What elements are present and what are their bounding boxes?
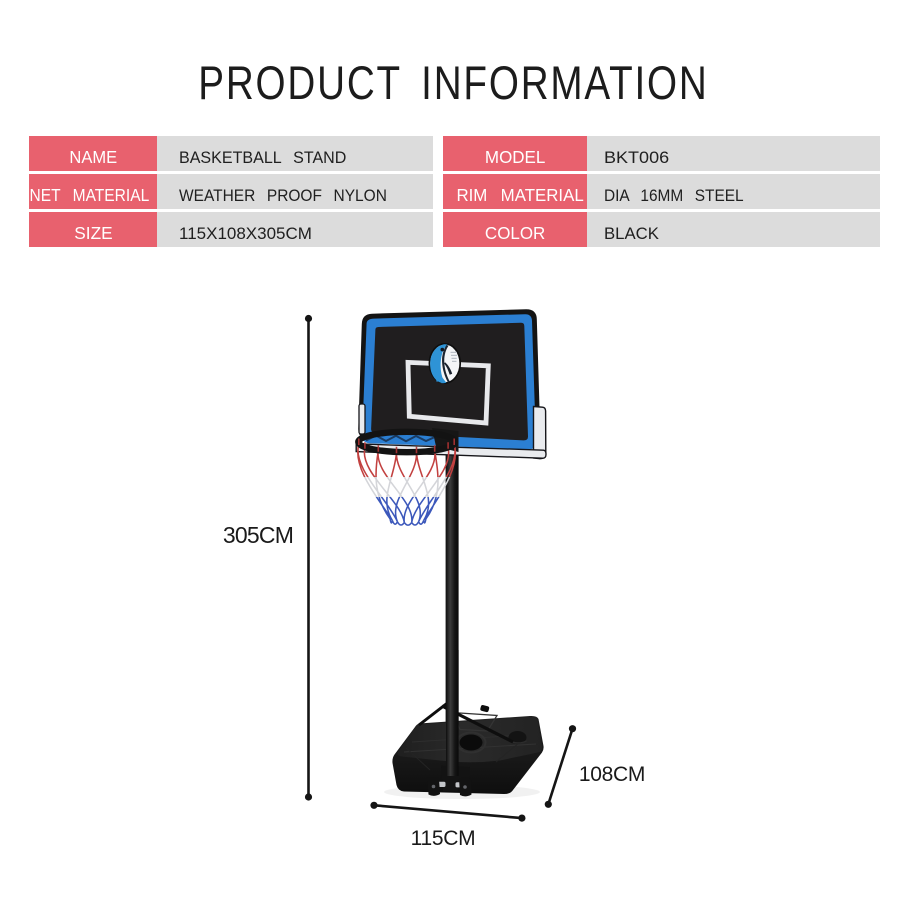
svg-text:115CM: 115CM: [411, 827, 476, 850]
svg-text:108CM: 108CM: [579, 763, 645, 786]
svg-text:305CM: 305CM: [223, 522, 293, 548]
